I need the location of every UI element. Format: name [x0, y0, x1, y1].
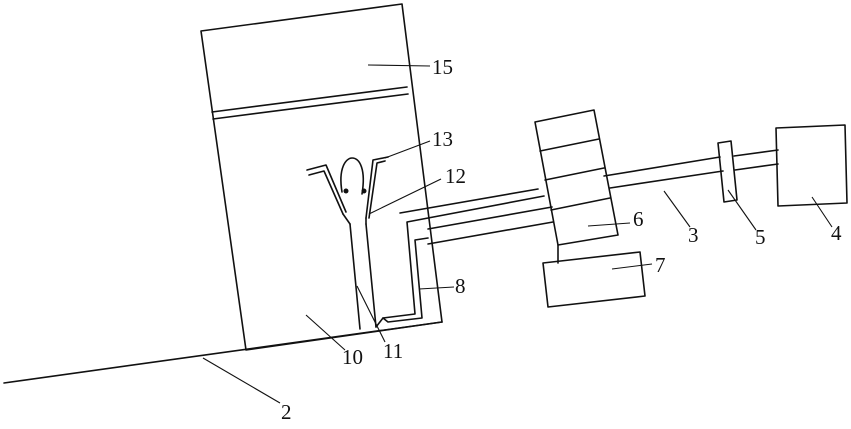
hinge-right [362, 189, 367, 194]
container-body [201, 4, 442, 350]
label-2: 2 [281, 400, 292, 424]
u-pipe-inner [376, 196, 544, 327]
leader-8 [419, 287, 454, 289]
u-pipe-outer [383, 238, 428, 322]
motor-box [776, 125, 847, 206]
leader-3 [664, 191, 690, 227]
stack-divider-1 [540, 139, 599, 151]
valve-flange [718, 141, 737, 202]
pipe-section-upper [604, 157, 720, 176]
container-divider-upper [212, 87, 407, 112]
label-4: 4 [831, 221, 842, 245]
label-15: 15 [432, 55, 453, 79]
leader-13 [385, 141, 430, 158]
leader-10 [306, 315, 345, 350]
left-flap-tip [343, 214, 350, 224]
stack-divider-3 [551, 198, 610, 210]
leader-7 [612, 264, 652, 269]
hinge-left [344, 189, 349, 194]
nozzle-dome [341, 158, 363, 194]
leader-12 [369, 179, 441, 214]
label-10: 10 [342, 345, 363, 369]
label-12: 12 [445, 164, 466, 188]
label-7: 7 [655, 253, 666, 277]
leader-15 [368, 65, 430, 66]
stack-divider-2 [545, 168, 604, 180]
left-flap-arm [307, 165, 346, 212]
label-3: 3 [688, 223, 699, 247]
pipe-end-upper [734, 150, 778, 156]
leader-2 [203, 358, 280, 403]
label-5: 5 [755, 225, 766, 249]
label-11: 11 [383, 339, 403, 363]
container-divider-lower [213, 94, 408, 119]
pipe-end-lower [735, 164, 778, 170]
pipe-section-lower [610, 171, 723, 188]
leader-5 [728, 190, 756, 230]
label-8: 8 [455, 274, 466, 298]
inner-tube-left-wall [350, 224, 360, 329]
label-6: 6 [633, 207, 644, 231]
inner-tube-right-wall [366, 224, 376, 327]
leader-6 [588, 223, 630, 226]
leader-4 [812, 197, 832, 227]
label-13: 13 [432, 127, 453, 151]
